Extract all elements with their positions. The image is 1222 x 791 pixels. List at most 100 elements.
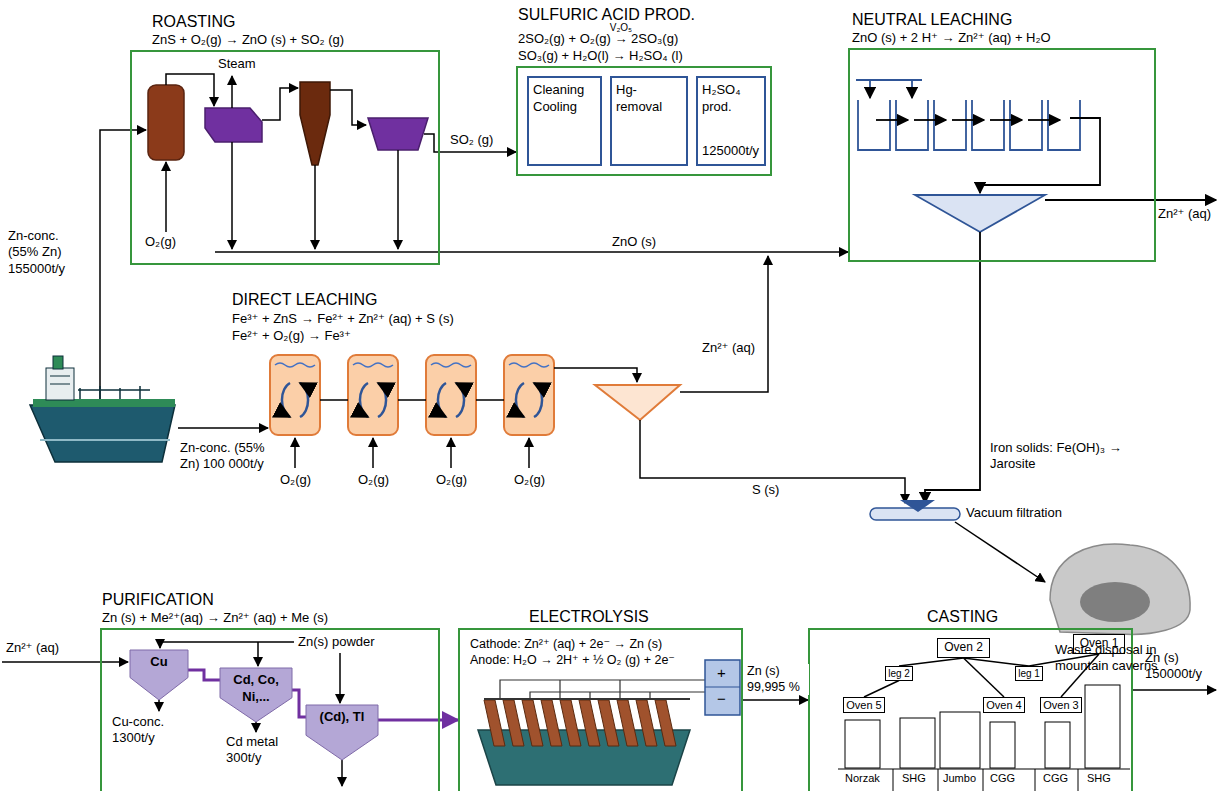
- process-box: PURIFICATIONZn (s) + Me²⁺(aq) → Zn²⁺ (aq…: [100, 628, 440, 791]
- purification-feeds: [339, 653, 341, 703]
- annotation-label: Zn(s) powder: [298, 634, 375, 650]
- node-text: H₂SO₄ prod.: [702, 82, 760, 116]
- node-text: Cd, Co, Ni,...: [223, 672, 289, 706]
- flow-label: ZnO (s): [612, 234, 656, 250]
- roasting-plant: [148, 85, 184, 160]
- casting-moulds: [1133, 689, 1216, 691]
- reaction-equation: SO₃(g) + H₂O(l) → H₂SO₄ (l): [518, 48, 695, 65]
- purification-feeds: [158, 700, 160, 711]
- annotation-label: −: [717, 690, 726, 709]
- oven-box: leg 2: [885, 666, 913, 681]
- annotation-label: Zn-conc. (55% Zn) 100 000t/y: [180, 440, 266, 473]
- annotation-label: O₂(g): [514, 472, 545, 488]
- direct-leaching-reactors: [680, 256, 768, 392]
- annotation-label: O₂(g): [145, 234, 176, 250]
- flow-connector: [743, 699, 808, 701]
- roasting-plant: [424, 134, 440, 152]
- flow-connector: [440, 251, 848, 253]
- electrolysis-cell: [598, 700, 619, 746]
- neutral-leaching-tanks: [858, 100, 890, 150]
- ship-illustration: [30, 405, 175, 462]
- purification-feeds: [160, 642, 294, 648]
- flow-connector: [292, 690, 306, 717]
- heading-group: CASTING: [927, 607, 998, 627]
- roasting-plant: [231, 76, 233, 108]
- roasting-plant: [205, 108, 262, 142]
- annotation-label: SHG: [1087, 772, 1111, 786]
- annotation-label: O₂(g): [280, 472, 311, 488]
- direct-leaching-reactors: [348, 355, 398, 435]
- neutral-leaching-tanks: [972, 100, 1004, 150]
- filter-stage: Cd, Co, Ni,...: [220, 668, 292, 722]
- casting-moulds: [838, 769, 1130, 791]
- ship-illustration: [53, 356, 63, 369]
- casting-moulds: [900, 718, 935, 768]
- node-text: Oven 2: [944, 641, 983, 654]
- electrolysis-cell: [500, 680, 705, 699]
- heading-group: NEUTRAL LEACHINGZnO (s) + 2 H⁺ → Zn²⁺ (a…: [852, 10, 1051, 47]
- neutral-leaching-tanks: [952, 119, 984, 121]
- electrolysis-cell: [579, 700, 600, 746]
- annotation-label: Zn²⁺ (aq): [1158, 206, 1211, 222]
- neutral-leaching-tanks: [914, 119, 946, 121]
- flow-connector: [378, 719, 458, 722]
- reaction-equation: ZnO (s) + 2 H⁺ → Zn²⁺ (aq) + H₂O: [852, 30, 1051, 47]
- roasting-plant: [100, 130, 146, 400]
- neutral-leaching-tanks: [896, 100, 928, 150]
- electrolysis-cell: [484, 700, 505, 746]
- electrolysis-cell: [478, 660, 740, 785]
- annotation-label: Norzak: [845, 772, 880, 786]
- heading-group: SULFURIC ACID PROD.2SO₂(g) + O₂(g) → 2SO…: [518, 5, 695, 65]
- flow-connector: [188, 670, 220, 680]
- electrolysis-cell: [541, 700, 562, 746]
- roasting-plant: [397, 150, 399, 249]
- annotation-label: S (s): [752, 482, 779, 498]
- annotation-label: DIRECT LEACHING: [232, 290, 378, 310]
- roasting-plant: [300, 82, 330, 165]
- purification-feeds: [2, 661, 128, 663]
- direct-leaching-reactors: [450, 438, 452, 468]
- oven-box: Oven 3: [1040, 697, 1082, 713]
- roasting-plant: [314, 165, 316, 249]
- neutral-leaching-tanks: [856, 80, 1216, 503]
- filtration-and-waste: [1080, 582, 1150, 622]
- heading-group: PURIFICATIONZn (s) + Me²⁺(aq) → Zn²⁺ (aq…: [102, 590, 328, 627]
- annotation-label: Zn (s) 150000t/y: [1145, 650, 1215, 683]
- filtration-and-waste: [955, 522, 1045, 582]
- flow-connector: [964, 658, 1005, 697]
- purification-feeds: [341, 760, 343, 786]
- electrolysis-cell: [522, 700, 543, 746]
- roasting-plant: [262, 88, 298, 120]
- roasting-plant: [215, 251, 440, 253]
- annotation-label: SHG: [902, 772, 926, 786]
- electrolysis-cell: [478, 730, 690, 785]
- roasting-plant: [165, 162, 167, 232]
- heading-group: ELECTROLYSIS: [529, 607, 649, 627]
- ship-illustration: [46, 368, 74, 400]
- flow-connector: [899, 658, 964, 666]
- electrolysis-cell: [484, 698, 690, 700]
- annotation-label: Steam: [218, 56, 256, 72]
- electrolysis-cell: [617, 700, 638, 746]
- annotation-label: Fe³⁺ + ZnS → Fe²⁺ + Zn²⁺ (aq) + S (s): [232, 311, 454, 327]
- neutral-leaching-tanks: [990, 119, 1022, 121]
- neutral-leaching-tanks: [1028, 119, 1060, 121]
- filter-stage: Cu: [130, 650, 188, 700]
- direct-leaching-reactors: [372, 438, 374, 468]
- annotation-label: Zn²⁺ (aq): [702, 340, 755, 356]
- reaction-equation: 2SO₂(g) + O₂(g) → 2SO₃(g): [518, 31, 695, 48]
- node-text: (Cd), Tl: [320, 709, 365, 726]
- reaction-equation: ZnS + O₂(g) → ZnO (s) + SO₂ (g): [152, 32, 344, 49]
- unit-box: H₂SO₄ prod.125000t/y: [696, 76, 766, 166]
- direct-leaching-reactors: [504, 355, 554, 435]
- casting-moulds: [845, 720, 880, 768]
- annotation-label: Zn-conc. (55% Zn) 155000t/y: [8, 228, 88, 277]
- roasting-plant: [330, 90, 366, 125]
- annotation-label: O₂(g): [436, 472, 467, 488]
- filter-outline: [130, 650, 188, 700]
- direct-leaching-reactors: [320, 399, 504, 401]
- process-box: SULFURIC ACID PROD.2SO₂(g) + O₂(g) → 2SO…: [516, 66, 772, 176]
- process-box: ELECTROLYSISCathode: Zn²⁺ (aq) + 2e⁻ → Z…: [458, 628, 743, 791]
- annotation-label: Cu-conc. 1300t/y: [112, 714, 180, 747]
